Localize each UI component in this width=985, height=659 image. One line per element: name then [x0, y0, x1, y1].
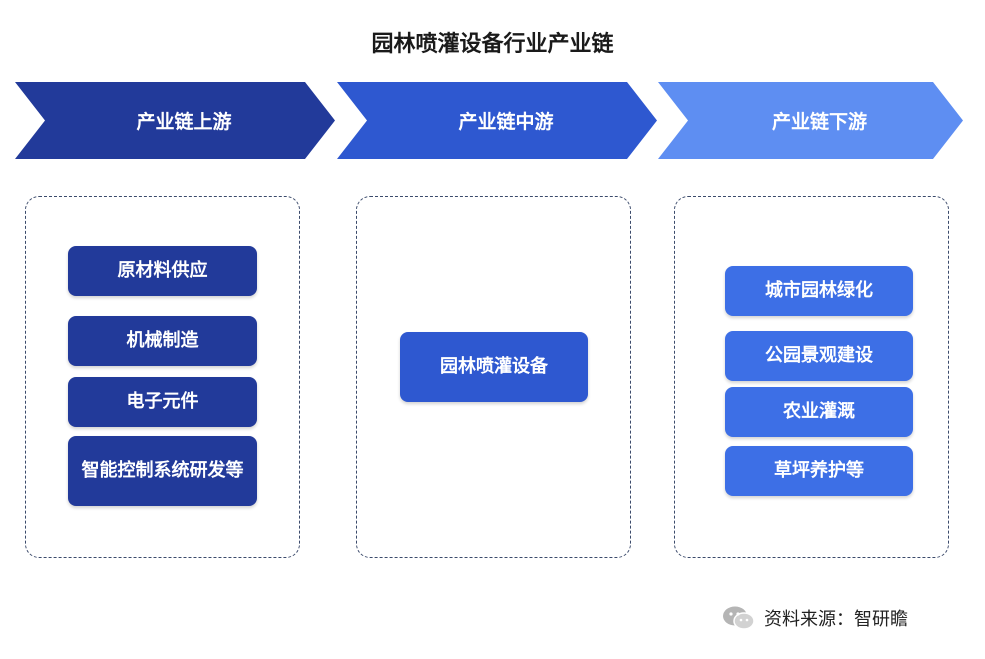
stage-arrow-downstream: 产业链下游 [658, 82, 963, 159]
downstream-item: 城市园林绿化 [725, 266, 913, 316]
downstream-item: 草坪养护等 [725, 446, 913, 496]
midstream-panel [356, 196, 631, 558]
upstream-item: 原材料供应 [68, 246, 257, 296]
upstream-item: 智能控制系统研发等 [68, 436, 257, 506]
upstream-item: 机械制造 [68, 316, 257, 366]
source-note: 资料来源：智研瞻 [722, 603, 908, 633]
midstream-item: 园林喷灌设备 [400, 332, 588, 402]
upstream-panel [25, 196, 300, 558]
source-text: 资料来源：智研瞻 [764, 609, 908, 630]
upstream-item: 电子元件 [68, 377, 257, 427]
diagram-title: 园林喷灌设备行业产业链 [371, 32, 614, 57]
wechat-icon [722, 605, 756, 631]
stage-arrow-midstream: 产业链中游 [337, 82, 657, 159]
downstream-item: 公园景观建设 [725, 331, 913, 381]
downstream-panel [674, 196, 949, 558]
downstream-item: 农业灌溉 [725, 387, 913, 437]
stage-arrow-upstream: 产业链上游 [15, 82, 335, 159]
